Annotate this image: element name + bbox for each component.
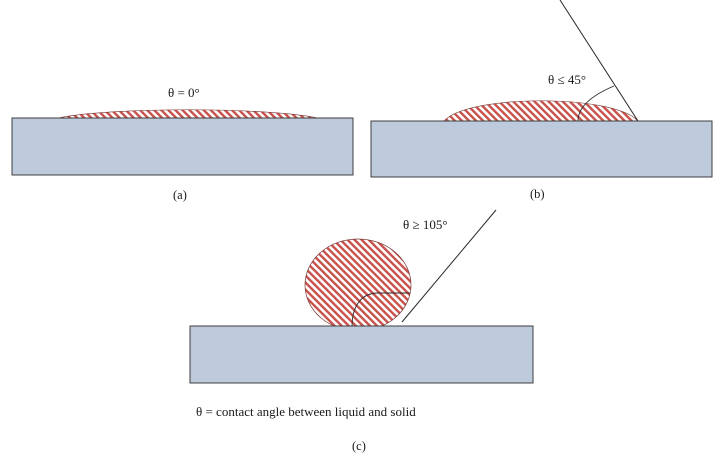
droplet-c <box>305 239 411 331</box>
panel-c: θ ≥ 105° θ = contact angle between liqui… <box>190 210 533 453</box>
panel-a: θ = 0° (a) <box>12 85 353 202</box>
substrate-c <box>190 326 533 383</box>
angle-label-c: θ ≥ 105° <box>403 217 448 232</box>
droplet-b <box>444 101 638 121</box>
substrate-a <box>12 118 353 175</box>
substrate-b <box>371 121 712 177</box>
caption-b: (b) <box>530 187 545 201</box>
caption-a: (a) <box>173 188 187 202</box>
caption-c: (c) <box>352 439 366 453</box>
droplet-a <box>58 110 318 118</box>
legend-text: θ = contact angle between liquid and sol… <box>196 404 416 419</box>
angle-label-b: θ ≤ 45° <box>548 72 586 87</box>
angle-label-a: θ = 0° <box>168 85 200 100</box>
panel-b: θ ≤ 45° (b) <box>371 0 712 201</box>
